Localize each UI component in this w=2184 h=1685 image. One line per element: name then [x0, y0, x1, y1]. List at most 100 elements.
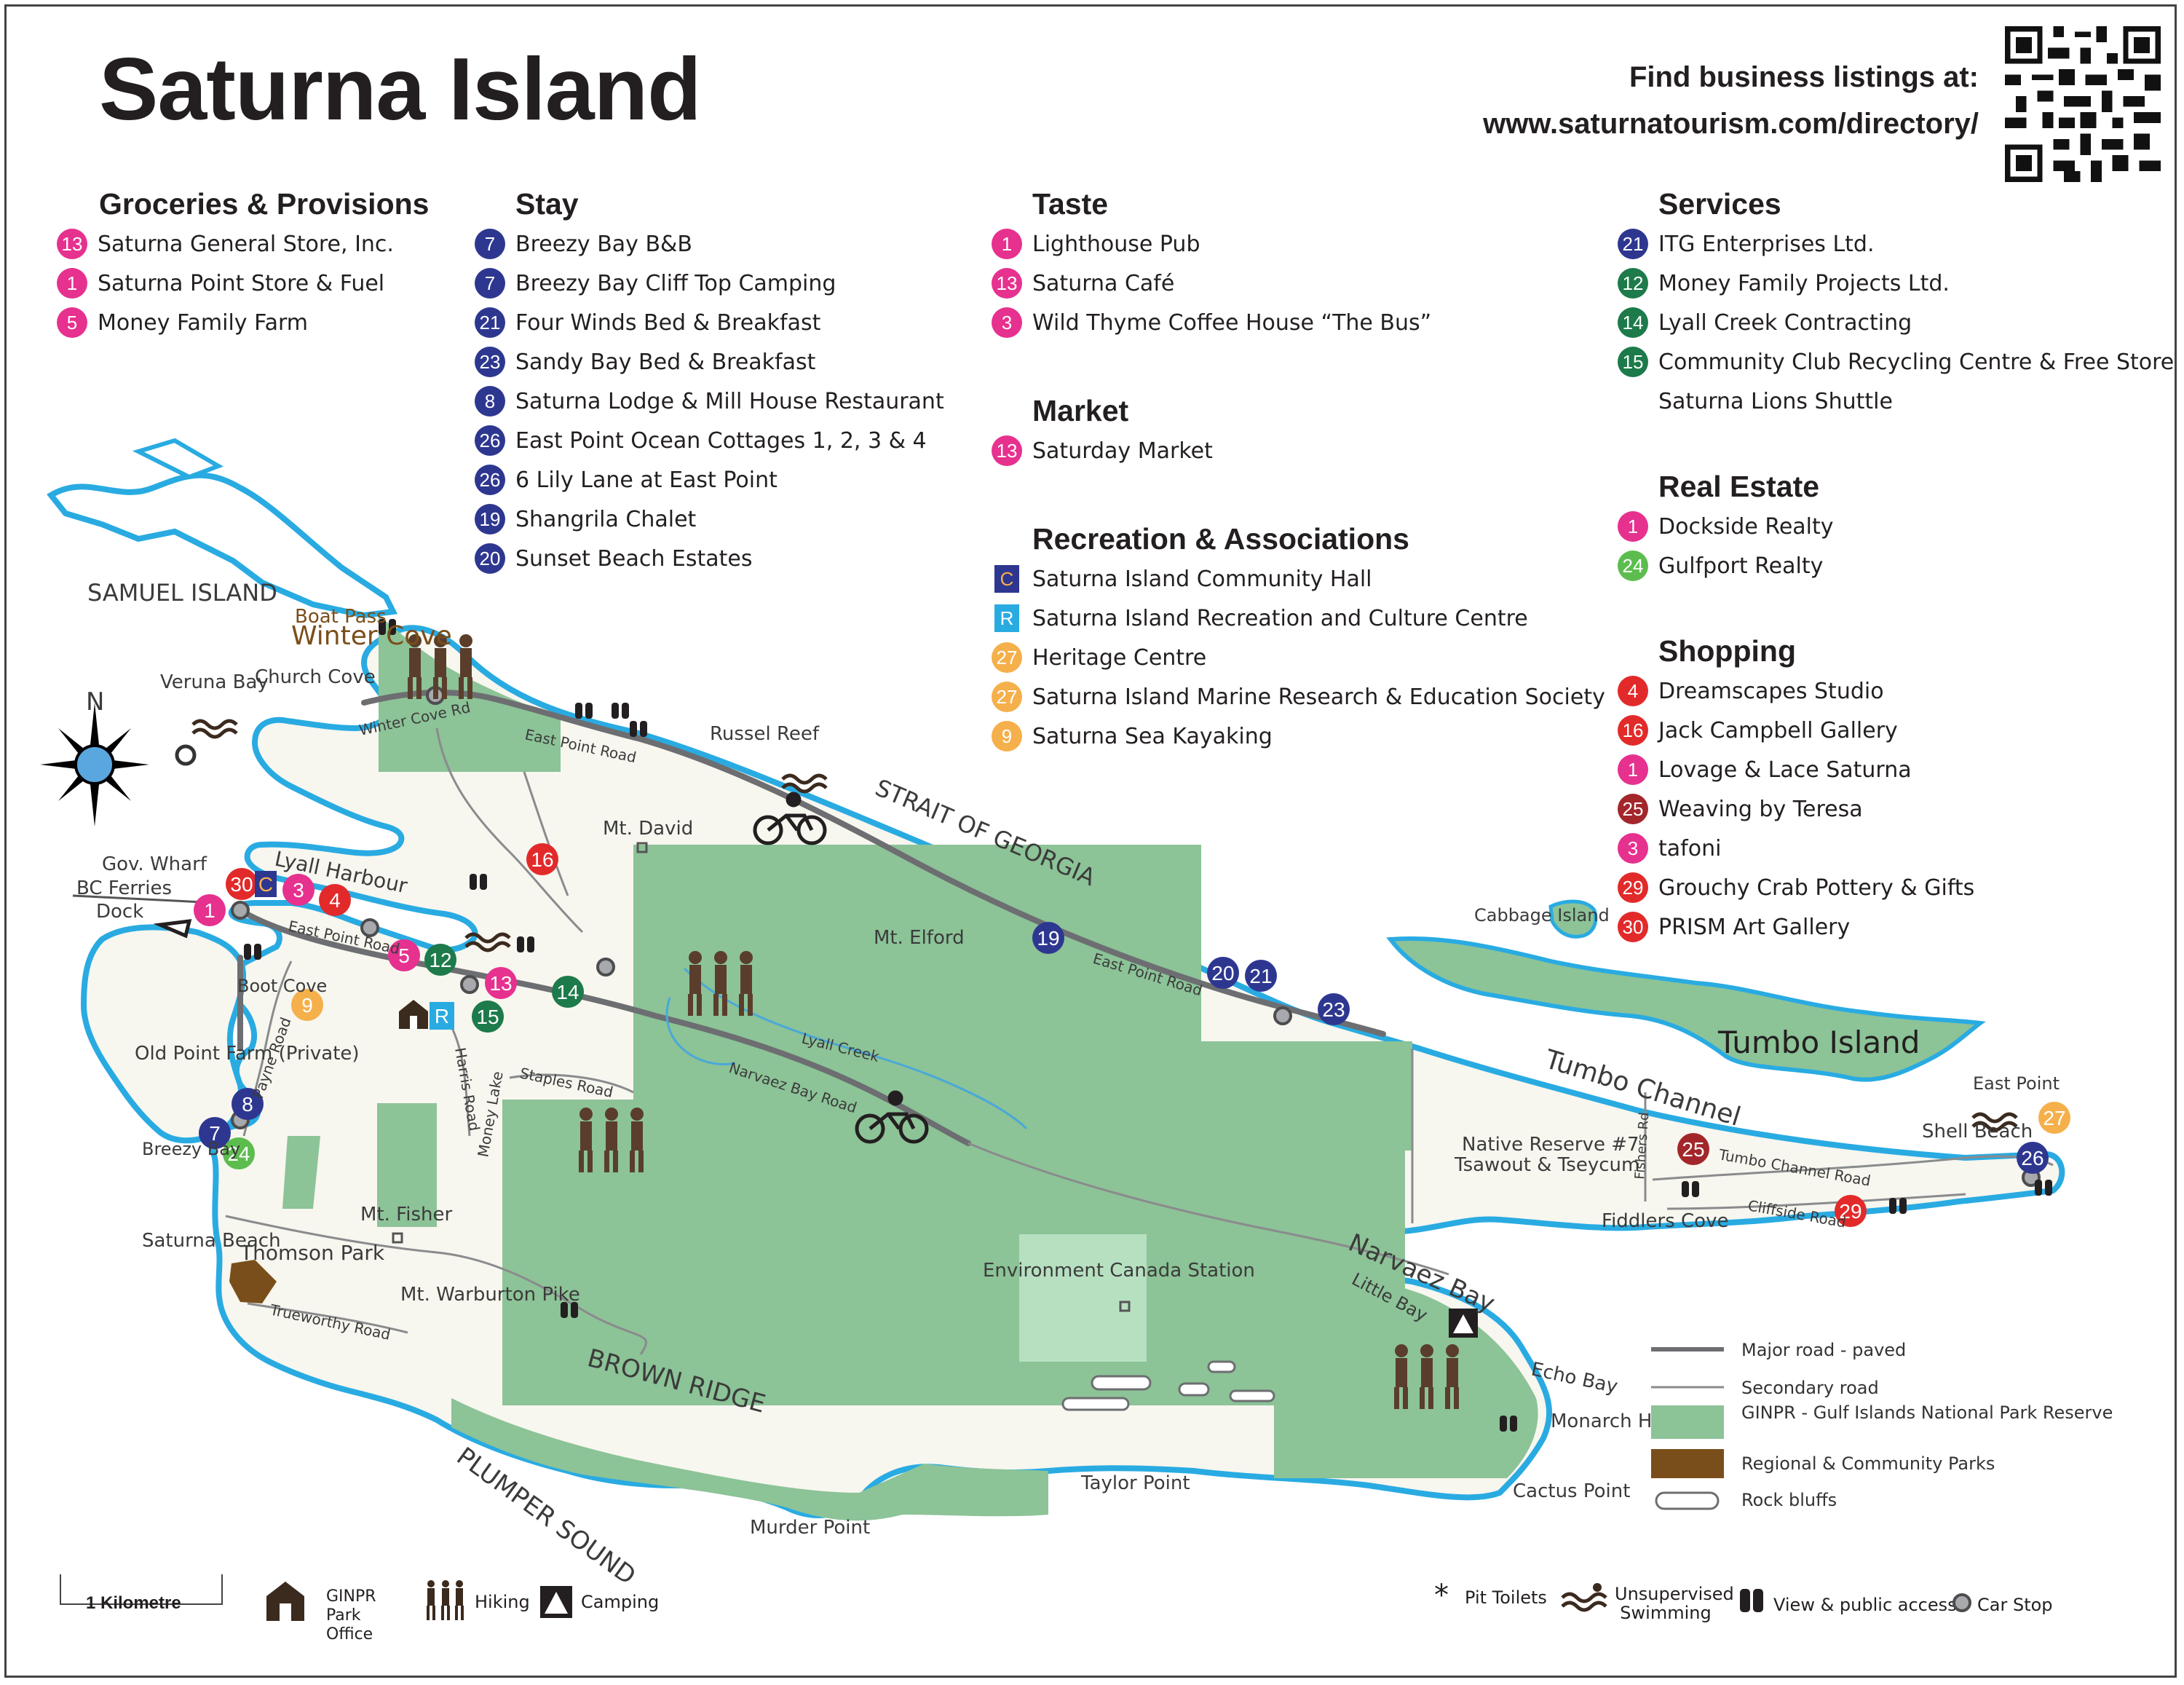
west-peninsula-shape — [80, 924, 247, 1144]
binoculars-icon — [1740, 1589, 1763, 1612]
svg-text:25: 25 — [1682, 1138, 1704, 1161]
svg-text:Winter Cove: Winter Cove — [291, 621, 452, 651]
listings-url[interactable]: www.saturnatourism.com/directory/ — [1483, 108, 1979, 140]
marker-25: 25 — [1677, 1133, 1709, 1165]
swimming-icons — [191, 719, 2018, 1132]
pit-toilets-label: Pit Toilets — [1465, 1587, 1547, 1608]
map-number-badge: 27 — [992, 682, 1022, 712]
svg-text:Major road - paved: Major road - paved — [1741, 1340, 1906, 1360]
map-number-badge: 29 — [1618, 872, 1648, 903]
heading-shopping: Shopping — [1658, 634, 1797, 668]
svg-text:26: 26 — [2021, 1147, 2043, 1169]
map-number-badge: 21 — [1618, 229, 1648, 259]
marker-4: 4 — [319, 884, 351, 916]
svg-text:19: 19 — [1037, 927, 1059, 950]
map-number-badge: 26 — [475, 465, 505, 495]
marker-12: 12 — [424, 944, 456, 976]
svg-text:3: 3 — [293, 879, 304, 901]
svg-text:16: 16 — [531, 848, 553, 871]
svg-text:1: 1 — [204, 899, 215, 922]
marker-16: 16 — [526, 843, 558, 875]
marker-26: 26 — [2017, 1142, 2049, 1174]
hiking-icons — [408, 634, 1459, 1409]
swimming-icon — [1561, 1583, 1607, 1612]
heading-groceries: Groceries & Provisions — [99, 187, 430, 221]
map-number-badge: 13 — [992, 435, 1022, 466]
map-markers: 30 C 1 3 4 16 5 12 13 15 14 9 8 7 24 19 … — [194, 843, 2070, 1227]
svg-text:Cabbage Island: Cabbage Island — [1474, 905, 1610, 926]
map-number-badge: 1 — [1618, 511, 1648, 542]
ferry-arrow — [72, 894, 219, 904]
svg-text:East Point: East Point — [1973, 1073, 2060, 1094]
swimming-label: Unsupervised Swimming — [1615, 1584, 1734, 1623]
map-legend: Major road - paved Secondary road GINPR … — [1651, 1340, 2113, 1510]
svg-text:Breezy Bay: Breezy Bay — [142, 1139, 240, 1159]
svg-text:30: 30 — [230, 873, 253, 896]
business-name: ITG Enterprises Ltd. — [1658, 231, 1875, 257]
park-areas — [282, 615, 1538, 1521]
park-office-icon-map — [399, 1000, 428, 1029]
hiking-label: Hiking — [475, 1592, 530, 1612]
qr-code[interactable] — [2005, 26, 2161, 182]
list-item: 21 ITG Enterprises Ltd. — [1618, 224, 2174, 264]
svg-text:Boot Cove: Boot Cove — [237, 976, 327, 996]
cabbage-island-shape — [1548, 899, 1598, 939]
bottom-legend-left: 1 Kilometre GINPR Park Office Hiking Cam… — [60, 1574, 671, 1643]
samuel-island-shape — [47, 472, 398, 619]
svg-text:Church Cove: Church Cove — [255, 666, 376, 688]
business-name: Saturna Lions Shuttle — [1658, 388, 1893, 414]
svg-text:12: 12 — [429, 949, 451, 971]
park-office-label: GINPR Park Office — [326, 1587, 376, 1643]
rock-bluffs — [1061, 1360, 1275, 1411]
svg-text:Tsawout & Tseycum: Tsawout & Tseycum — [1454, 1154, 1639, 1176]
svg-text:Fiddlers Cove: Fiddlers Cove — [1602, 1210, 1728, 1232]
svg-text:Mt. Warburton Pike: Mt. Warburton Pike — [400, 1284, 580, 1306]
svg-text:Tumbo Island: Tumbo Island — [1717, 1025, 1920, 1060]
map-number-badge: 3 — [1618, 833, 1648, 864]
svg-text:Boat Pass: Boat Pass — [295, 606, 387, 628]
scale-bar — [60, 1574, 223, 1605]
svg-text:7: 7 — [209, 1122, 221, 1145]
view-icons — [244, 619, 2052, 1432]
map-number-badge: 24 — [1618, 551, 1648, 581]
scale-label: 1 Kilometre — [86, 1593, 181, 1613]
marker-27: 27 — [2038, 1102, 2070, 1134]
map-number-badge: 15 — [1618, 347, 1648, 377]
svg-text:Gov. Wharf: Gov. Wharf — [102, 853, 207, 875]
svg-text:Mt. David: Mt. David — [603, 818, 693, 840]
map-number-badge: 19 — [475, 504, 505, 534]
svg-text:C: C — [258, 873, 273, 896]
map-number-badge: 30 — [1618, 912, 1648, 942]
svg-text:Mt. Elford: Mt. Elford — [874, 927, 965, 949]
business-name: Breezy Bay B&B — [515, 231, 693, 257]
marker-1-wharf: 1 — [194, 894, 226, 926]
svg-text:29: 29 — [1839, 1200, 1861, 1223]
marker-15: 15 — [472, 1001, 504, 1033]
map-number-badge: R — [994, 604, 1019, 632]
business-name: Dreamscapes Studio — [1658, 678, 1884, 704]
svg-text:Native Reserve #7: Native Reserve #7 — [1462, 1134, 1639, 1156]
bottom-legend-right: * Pit Toilets Unsupervised Swimming View… — [1427, 1579, 2155, 1637]
